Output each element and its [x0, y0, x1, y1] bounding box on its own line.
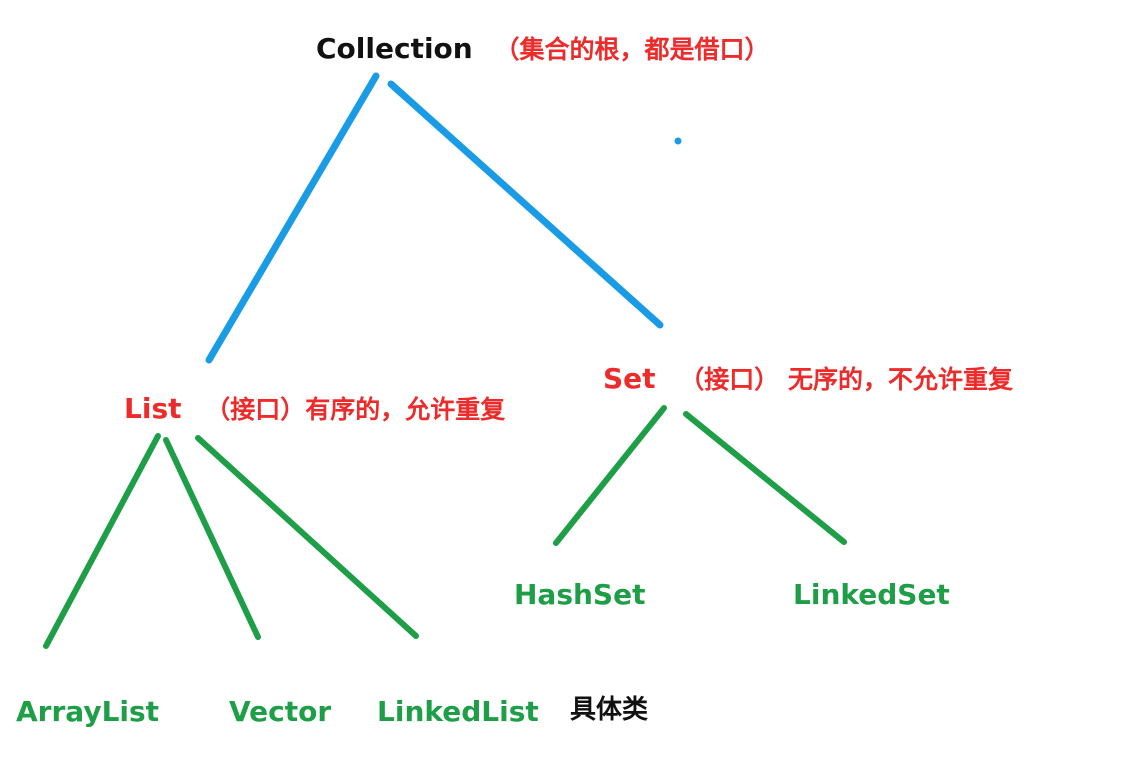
edge-set-to-linkedset [683, 411, 847, 545]
collection-label: Collection [316, 32, 473, 65]
node-vector: Vector [229, 695, 332, 728]
collection-note: （集合的根，都是借口） [494, 35, 770, 64]
node-hashset: HashSet [514, 578, 646, 611]
list-label: List [124, 392, 182, 425]
edge-list-to-linkedlist [195, 435, 419, 639]
node-collection: Collection （集合的根，都是借口） [316, 32, 770, 67]
node-list: List （接口）有序的，允许重复 [124, 392, 505, 427]
edge-set-to-hashset [553, 405, 667, 546]
concrete-class-note: 具体类 [570, 695, 649, 725]
list-note: （接口）有序的，允许重复 [205, 395, 506, 424]
node-set: Set （接口） 无序的，不允许重复 [603, 362, 1013, 397]
edge-collection-to-set [387, 80, 664, 329]
set-label: Set [603, 362, 656, 395]
node-linkedlist: LinkedList [377, 695, 539, 728]
node-arraylist: ArrayList [16, 695, 160, 728]
edge-list-to-vector [163, 437, 261, 640]
edge-collection-to-list [205, 72, 380, 364]
set-note: （接口） 无序的，不允许重复 [679, 365, 1014, 394]
edge-list-to-arraylist [43, 433, 161, 649]
node-linkedset: LinkedSet [793, 578, 950, 611]
stray-dot [674, 137, 682, 145]
